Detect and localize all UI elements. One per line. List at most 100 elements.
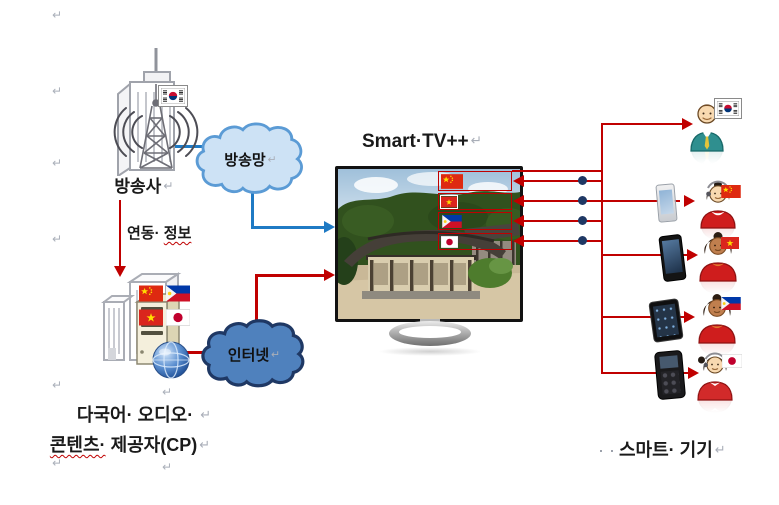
paragraph-mark: ↵ <box>162 385 173 399</box>
network-line-segment <box>512 170 602 172</box>
return-mark: ↵ <box>714 442 726 457</box>
flag-china-icon <box>721 185 741 198</box>
internet-line-segment <box>255 274 325 277</box>
smart-devices-label: · ·스마트· 기기↵ <box>598 440 726 460</box>
feature-phone-icon <box>653 349 687 401</box>
globe-icon <box>152 341 190 379</box>
tv-audio-option-philippines <box>438 212 512 230</box>
arrowhead-to-filipino-user <box>684 311 695 323</box>
radio-waves-icon <box>113 107 199 157</box>
branch-line-japan <box>603 372 691 374</box>
flag-china-icon <box>441 174 463 189</box>
internet-arrowhead <box>324 269 335 281</box>
cp-server-icon <box>127 290 193 384</box>
paragraph-mark: ↵ <box>52 456 63 470</box>
flag-philippines-icon <box>166 285 190 302</box>
flag-japan-icon <box>166 309 190 326</box>
arrowhead-to-japanese-user <box>688 367 699 379</box>
branch-line-vietnam <box>603 254 689 256</box>
smartphone-black-icon <box>658 233 687 283</box>
return-mark: ↵ <box>163 179 174 193</box>
arrowhead-to-korean-viewer <box>682 118 693 130</box>
phone-screen <box>661 239 683 274</box>
broadcast-line-segment <box>251 226 325 229</box>
link-info-arrowhead <box>114 266 126 277</box>
chinese-user-icon <box>696 179 740 229</box>
paragraph-mark: ↵ <box>52 232 63 246</box>
arrowhead-to-tv <box>513 175 524 187</box>
smart-tv <box>335 166 523 322</box>
arrowhead-to-tv <box>513 215 524 227</box>
spellcheck-underlined-word: 정보 <box>163 225 192 242</box>
broadcast-arrowhead <box>324 221 335 233</box>
paragraph-mark: ↵ <box>52 84 63 98</box>
broadcast-network-label: 방송망↵ <box>224 151 277 169</box>
broadcast-line-segment <box>170 145 210 148</box>
flag-vietnam-icon <box>440 194 458 209</box>
flag-philippines-icon <box>719 297 743 310</box>
phone-keypad <box>660 370 681 395</box>
space-dots-mark: · · <box>598 440 615 460</box>
internet-label: 인터넷↵ <box>227 346 281 364</box>
smartphone-white-icon <box>655 183 678 223</box>
arrowhead-to-tv <box>513 195 524 207</box>
link-info-line <box>119 200 121 268</box>
internet-line-segment <box>255 276 258 320</box>
cp-label-line1: 다국어· 오디오· ↵ <box>76 405 212 425</box>
tv-audio-option-china <box>438 171 512 191</box>
phone-screen <box>658 189 674 215</box>
cp-label-line2: 콘텐츠· 제공자(CP)↵ <box>49 435 211 455</box>
broadcast-network-cloud: 방송망↵ <box>193 120 308 198</box>
tv-screen-image <box>338 169 520 319</box>
return-mark: ↵ <box>267 153 277 166</box>
tv-shadow <box>378 347 482 356</box>
flag-japan-icon <box>722 353 742 369</box>
network-trunk-line <box>601 123 603 374</box>
flag-south-korea-icon <box>158 85 188 107</box>
vietnamese-user-icon <box>695 230 741 282</box>
paragraph-mark: ↵ <box>52 156 63 170</box>
flag-vietnam-icon <box>721 237 739 249</box>
flag-philippines-icon <box>441 215 463 228</box>
paragraph-mark: ↵ <box>52 378 63 392</box>
tablet-icon <box>648 298 684 343</box>
return-mark: ↵ <box>199 437 211 452</box>
return-mark: ↵ <box>470 133 483 148</box>
phone-screen <box>659 355 679 369</box>
internet-line-segment <box>167 351 209 354</box>
broadcast-station-icon <box>94 46 206 178</box>
arrowhead-to-chinese-user <box>684 195 695 207</box>
branch-line-china <box>603 200 680 202</box>
filipino-user-icon <box>694 292 740 344</box>
flag-vietnam-icon <box>139 309 163 326</box>
arrowhead-to-vietnamese-user <box>687 249 698 261</box>
flag-south-korea-icon <box>714 98 742 119</box>
network-node-dot <box>578 196 587 205</box>
tablet-screen <box>652 303 680 338</box>
audio-feed-line <box>524 180 602 182</box>
paragraph-mark: ↵ <box>162 460 173 474</box>
return-mark: ↵ <box>271 348 281 361</box>
paragraph-mark: ↵ <box>52 8 63 22</box>
internet-cloud: 인터넷↵ <box>199 317 309 391</box>
flag-japan-icon <box>441 235 458 249</box>
tv-audio-option-vietnam <box>438 193 512 210</box>
audio-feed-line <box>524 240 602 242</box>
tv-audio-option-japan <box>438 233 512 250</box>
network-line-segment <box>603 123 684 125</box>
flag-china-icon <box>139 285 163 302</box>
network-node-dot <box>578 216 587 225</box>
network-node-dot <box>578 176 587 185</box>
smart-tv-title: Smart·TV++↵ <box>362 131 483 152</box>
tv-stand-ring <box>389 321 471 346</box>
broadcaster-label: 방송사↵ <box>114 177 174 196</box>
spellcheck-underlined-word: 콘텐츠· <box>49 435 106 455</box>
arrowhead-to-tv <box>513 235 524 247</box>
link-info-label: 연동· 정보 <box>127 225 192 242</box>
return-mark: ↵ <box>200 407 212 422</box>
audio-feed-line <box>524 200 602 202</box>
branch-line-philippines <box>603 316 686 318</box>
network-node-dot <box>578 236 587 245</box>
broadcast-line-segment <box>251 190 254 228</box>
